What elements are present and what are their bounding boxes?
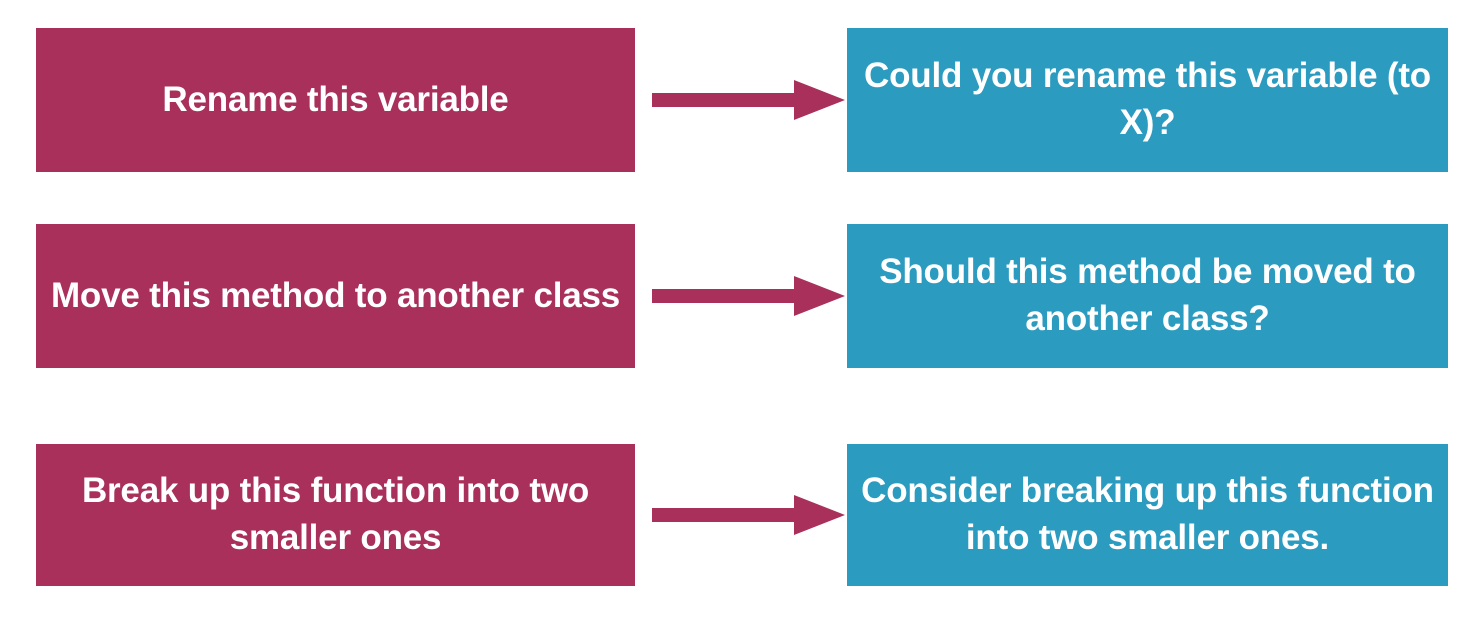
arrow-right-icon bbox=[652, 493, 845, 537]
mapping-row: Rename this variable Could you rename th… bbox=[0, 28, 1484, 172]
mapping-row: Break up this function into two smaller … bbox=[0, 444, 1484, 586]
direct-instruction-label: Rename this variable bbox=[162, 79, 509, 119]
direct-instruction-label: Move this method to another class bbox=[50, 275, 621, 315]
suggestion-phrasing-label: Should this method be moved to another c… bbox=[879, 252, 1416, 338]
suggestion-phrasing-box: Could you rename this variable (to X)? bbox=[847, 28, 1448, 172]
direct-instruction-box: Rename this variable bbox=[36, 28, 635, 172]
suggestion-phrasing-box: Consider breaking up this function into … bbox=[847, 444, 1448, 586]
mapping-row: Move this method to another class Should… bbox=[0, 224, 1484, 368]
direct-instruction-box: Move this method to another class bbox=[36, 224, 635, 368]
suggestion-phrasing-box: Should this method be moved to another c… bbox=[847, 224, 1448, 368]
direct-instruction-label: Break up this function into two smaller … bbox=[81, 471, 590, 557]
arrow-right-icon bbox=[652, 78, 845, 122]
suggestion-phrasing-label: Consider breaking up this function into … bbox=[861, 471, 1434, 557]
arrow-right-icon bbox=[652, 274, 845, 318]
suggestion-phrasing-label: Could you rename this variable (to X)? bbox=[864, 56, 1431, 142]
direct-instruction-box: Break up this function into two smaller … bbox=[36, 444, 635, 586]
